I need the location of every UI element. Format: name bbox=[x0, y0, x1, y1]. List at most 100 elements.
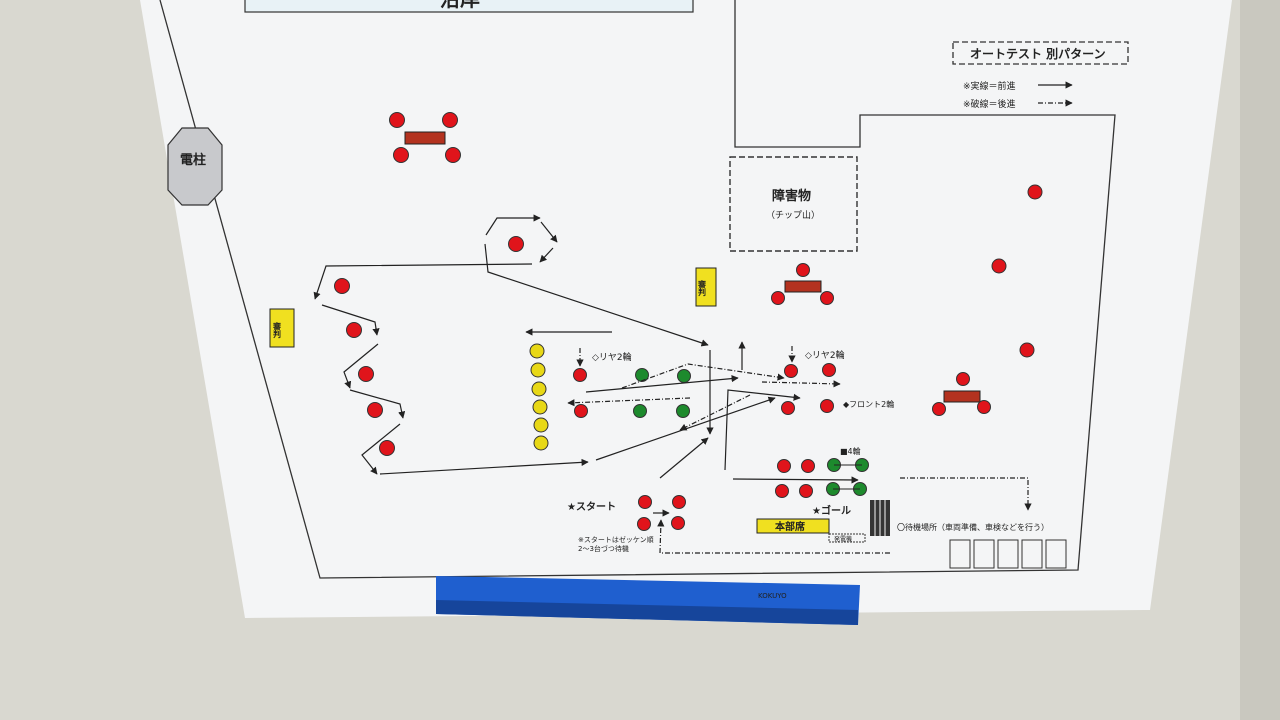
red-cone bbox=[393, 147, 409, 163]
red-cone bbox=[799, 484, 813, 498]
judge-left-label: 審判 bbox=[272, 321, 282, 339]
judge-center bbox=[695, 267, 717, 307]
yellow-cone-line bbox=[529, 343, 549, 451]
route-segment bbox=[379, 458, 589, 475]
red-cone bbox=[977, 400, 991, 414]
slalom-cone bbox=[334, 278, 350, 294]
judge-left bbox=[269, 308, 295, 348]
yellow-cone bbox=[529, 343, 545, 359]
route-segment bbox=[484, 243, 709, 347]
red-cone bbox=[771, 291, 785, 305]
front2-label: ◆フロント2輪 bbox=[843, 399, 894, 409]
waiting-slot bbox=[1045, 539, 1067, 569]
slalom-cone bbox=[379, 440, 395, 456]
red-cone bbox=[822, 363, 836, 377]
route-segment bbox=[732, 476, 859, 484]
green-cone bbox=[677, 369, 691, 383]
four-wheel-label: ■4輪 bbox=[840, 446, 861, 456]
route-segment bbox=[679, 394, 751, 431]
paper-sheet bbox=[140, 0, 1232, 618]
ruler-brand: KOKUYO bbox=[758, 592, 787, 600]
slalom-cone bbox=[508, 236, 524, 252]
red-cone bbox=[820, 399, 834, 413]
waiting-slot bbox=[997, 539, 1019, 569]
legend-title: オートテスト 別パターン bbox=[970, 47, 1106, 61]
red-cone bbox=[932, 402, 946, 416]
hq-label: 本部席 bbox=[775, 520, 805, 533]
obstacle-box bbox=[729, 156, 858, 252]
small-booth bbox=[828, 533, 866, 543]
waiting-slot bbox=[973, 539, 995, 569]
red-cone bbox=[574, 404, 588, 418]
red-cone bbox=[801, 459, 815, 473]
route-segment bbox=[657, 519, 890, 554]
legend-box bbox=[952, 41, 1129, 65]
slalom-cone bbox=[1027, 184, 1043, 200]
route-segment bbox=[343, 343, 379, 389]
route-segment bbox=[540, 221, 558, 243]
hq-box bbox=[756, 518, 830, 534]
blue-ruler-edge bbox=[436, 600, 858, 625]
route-segment bbox=[567, 397, 691, 407]
route-segment bbox=[585, 375, 739, 393]
start-note-line1: ※スタートはゼッケン順 bbox=[578, 535, 654, 544]
yellow-cone bbox=[531, 381, 547, 397]
route-segment bbox=[900, 477, 1032, 511]
obstacle-label: 障害物 bbox=[772, 188, 811, 204]
red-cone bbox=[445, 147, 461, 163]
route-segment bbox=[485, 214, 541, 236]
board-edge-shadow bbox=[1240, 0, 1280, 720]
waiting-area-label: 〇待機場所（車両準備、車検などを行う） bbox=[897, 522, 1049, 532]
rear2-label-left: ◇リヤ2輪 bbox=[592, 351, 632, 363]
red-cone bbox=[796, 263, 810, 277]
red-cone bbox=[671, 516, 685, 530]
waiting-slot bbox=[949, 539, 971, 569]
red-cone bbox=[775, 484, 789, 498]
route-segment bbox=[321, 304, 380, 336]
cone-group-tag bbox=[404, 131, 446, 145]
route-segment bbox=[349, 389, 406, 419]
cone-group-center bbox=[771, 263, 834, 305]
red-cone bbox=[638, 495, 652, 509]
cone-group-tag bbox=[784, 280, 822, 293]
red-cone bbox=[389, 112, 405, 128]
legend-solid-note: ※実線＝前進 bbox=[963, 80, 1016, 92]
route-segment bbox=[361, 423, 401, 475]
slalom-cone bbox=[991, 258, 1007, 274]
judge-center-label: 審判 bbox=[697, 279, 707, 297]
red-cone bbox=[956, 372, 970, 386]
green-cone bbox=[633, 404, 647, 418]
cone-group-topleft bbox=[389, 112, 461, 163]
slalom-cone bbox=[358, 366, 374, 382]
header-box bbox=[244, 0, 694, 13]
goal-label: ★ゴール bbox=[812, 504, 851, 517]
slalom-cone bbox=[367, 402, 383, 418]
red-cone bbox=[672, 495, 686, 509]
cone-group-tag bbox=[943, 390, 981, 403]
pole-marker bbox=[167, 127, 223, 206]
route-segment bbox=[539, 247, 554, 263]
red-cone bbox=[573, 368, 587, 382]
pole-label: 電柱 bbox=[180, 152, 206, 168]
header-title: 沿岸 bbox=[440, 0, 480, 11]
rear2-label-right: ◇リヤ2輪 bbox=[805, 349, 845, 361]
route-segment bbox=[724, 389, 801, 471]
red-cone bbox=[442, 112, 458, 128]
route-segment bbox=[621, 363, 785, 389]
route-segment bbox=[659, 437, 709, 479]
red-cone bbox=[784, 364, 798, 378]
green-cone bbox=[635, 368, 649, 382]
legend-dashed-note: ※破線＝後進 bbox=[963, 98, 1016, 110]
waiting-slot bbox=[1021, 539, 1043, 569]
red-cone bbox=[637, 517, 651, 531]
slalom-cone bbox=[346, 322, 362, 338]
obstacle-sublabel: （チップ山） bbox=[766, 210, 820, 221]
green-cone bbox=[676, 404, 690, 418]
route-segment bbox=[313, 263, 533, 300]
small-booth-label: 発電機 bbox=[834, 535, 852, 543]
start-label: ★スタート bbox=[567, 501, 616, 513]
route-segment bbox=[761, 380, 841, 388]
red-cone bbox=[820, 291, 834, 305]
yellow-cone bbox=[532, 399, 548, 415]
